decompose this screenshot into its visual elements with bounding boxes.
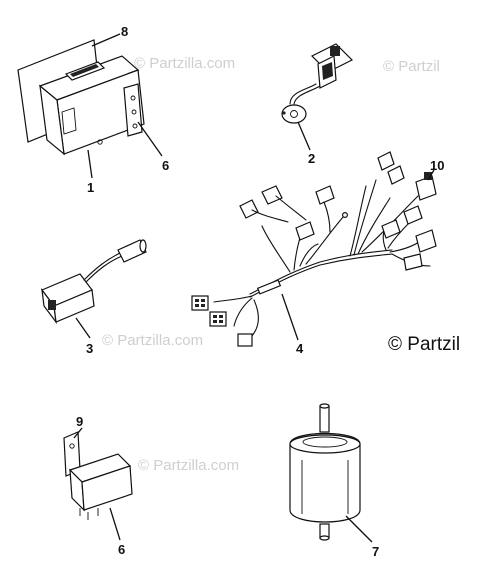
harness-connector	[237, 333, 253, 347]
relay-front	[81, 465, 133, 511]
callout-number: 4	[296, 341, 304, 356]
harness-connector	[377, 151, 395, 171]
harness-connector	[191, 295, 209, 311]
filter-outlet-end	[319, 535, 330, 541]
harness-connector	[209, 311, 227, 327]
callout-number: 10	[430, 158, 444, 173]
harness-terminal	[342, 212, 349, 219]
callout-number: 9	[76, 414, 83, 429]
sensor-hole	[282, 111, 286, 115]
harness-branch	[251, 209, 289, 223]
fuel-filter-part	[289, 403, 361, 541]
ecu-unit-part	[17, 39, 145, 156]
bracket-hole	[69, 443, 75, 449]
ecu-side-face	[39, 84, 65, 156]
harness-branch	[349, 185, 367, 257]
harness-branch	[249, 299, 259, 339]
callout-number: 3	[86, 341, 93, 356]
harness-branch	[323, 201, 331, 233]
module-wire	[85, 255, 123, 283]
ecu-screw	[97, 139, 103, 145]
harness-connector	[387, 165, 405, 185]
filter-top-rim	[289, 434, 361, 454]
plug-end	[139, 239, 147, 253]
bracket-hole	[130, 95, 136, 101]
watermark-text: © Partzil	[383, 58, 440, 75]
module-wire	[83, 252, 121, 281]
callout-leader	[91, 33, 121, 47]
harness-branch	[233, 297, 253, 327]
copyright-text: © Partzil	[388, 334, 460, 355]
callout-leader	[109, 507, 121, 541]
harness-branch	[275, 195, 307, 221]
callout-leader	[297, 121, 311, 151]
connector-latch	[330, 46, 340, 56]
harness-branch	[261, 225, 291, 273]
connector-latch	[424, 172, 432, 180]
callout-number: 6	[118, 542, 125, 557]
callout-leader	[137, 121, 163, 157]
connector-pins	[213, 315, 223, 323]
module-terminal	[48, 300, 56, 310]
sensor-flange	[281, 104, 307, 124]
callout-leader	[87, 149, 93, 179]
filter-body	[289, 432, 361, 523]
module-part	[41, 239, 147, 325]
wiring-harness-part	[191, 151, 437, 347]
filter-inlet-end	[319, 403, 330, 409]
harness-connector	[381, 219, 401, 239]
harness-branch	[213, 295, 253, 303]
callout-leader	[75, 317, 91, 339]
harness-connector	[239, 199, 259, 219]
harness-connector	[403, 253, 423, 271]
bracket-hole	[131, 109, 137, 115]
connector-pins	[322, 62, 333, 80]
callout-number: 6	[162, 158, 169, 173]
relay-terminals	[79, 508, 99, 520]
module-plug	[117, 239, 147, 263]
filter-cap	[302, 436, 348, 448]
connector-pins	[195, 299, 205, 307]
callout-number: 8	[121, 24, 128, 39]
harness-connector	[315, 185, 335, 205]
harness-connector	[261, 185, 283, 205]
harness-branch	[305, 215, 345, 265]
watermark-text: © Partzilla.com	[134, 55, 235, 72]
filter-highlight	[301, 460, 349, 514]
watermark-text: © Partzilla.com	[138, 457, 239, 474]
watermark-text: © Partzilla.com	[102, 332, 203, 349]
harness-branch	[353, 179, 377, 256]
bracket-hole	[132, 123, 138, 129]
sensor-hole	[290, 110, 298, 118]
harness-connector	[415, 229, 437, 253]
ecu-connector-pins	[70, 64, 99, 77]
sensor-part	[281, 43, 354, 124]
harness-trunk	[249, 253, 393, 298]
callout-leader	[427, 169, 435, 181]
harness-branch	[299, 243, 319, 267]
filter-inlet-tube	[319, 405, 330, 433]
module-front	[53, 289, 95, 323]
ecu-label	[61, 107, 77, 135]
sensor-wire	[289, 83, 317, 105]
harness-connector	[403, 205, 423, 225]
harness-connector	[295, 221, 315, 241]
sensor-wire	[293, 85, 321, 105]
callout-leader	[345, 515, 373, 543]
harness-sleeve	[256, 279, 282, 295]
callout-number: 1	[87, 180, 94, 195]
callout-leader	[281, 293, 299, 341]
callout-leader	[73, 427, 83, 439]
callout-number: 2	[308, 151, 315, 166]
callout-number: 7	[372, 544, 379, 559]
harness-branch	[357, 197, 391, 255]
relay-part	[63, 431, 133, 520]
